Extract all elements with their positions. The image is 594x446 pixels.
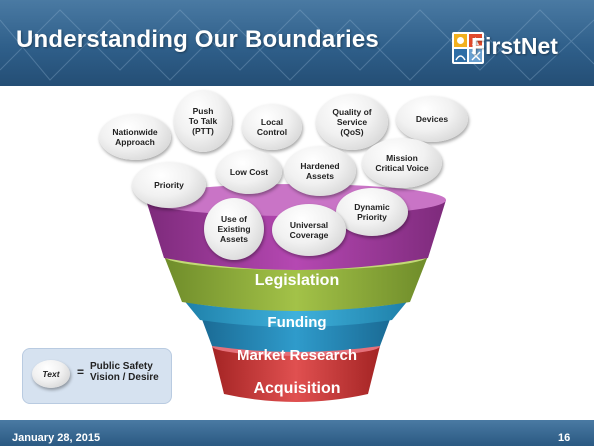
diagram-area: Legislation Funding Market Research Acqu… [6, 88, 588, 418]
bubble-universal-coverage: Universal Coverage [272, 204, 346, 256]
bubble-dynamic-priority: Dynamic Priority [336, 188, 408, 236]
footer-date: January 28, 2015 [12, 432, 101, 444]
bubble-push-to-talk: Push To Talk (PTT) [174, 90, 232, 152]
footer-bar [0, 420, 594, 446]
logo-text: FirstNet [471, 33, 558, 59]
bubble-quality-of-service: Quality of Service (QoS) [316, 94, 388, 150]
bubble-mission-critical-voice: Mission Critical Voice [362, 138, 442, 188]
legend-description: Public Safety Vision / Desire [90, 361, 159, 383]
bubble-use-of-existing-assets: Use of Existing Assets [204, 198, 264, 260]
funnel-label-acquisition: Acquisition [253, 380, 341, 397]
bubble-devices: Devices [396, 96, 468, 142]
header-bar: Understanding Our Boundaries [0, 0, 594, 86]
bubble-low-cost: Low Cost [216, 150, 282, 194]
header-decoration [0, 9, 594, 81]
firstnet-logo [452, 32, 484, 64]
funnel-label-legislation: Legislation [254, 272, 340, 289]
bubble-priority: Priority [132, 162, 206, 208]
funnel-label-funding: Funding [267, 314, 327, 331]
page-number: 16 [558, 432, 571, 444]
slide-title: Understanding Our Boundaries [16, 26, 379, 53]
bubble-hardened-assets: Hardened Assets [284, 146, 356, 196]
bubble-nationwide-approach: Nationwide Approach [99, 114, 171, 160]
legend-equals: = [77, 365, 85, 379]
legend-sample-bubble: Text [32, 360, 70, 388]
bubble-local-control: Local Control [242, 104, 302, 150]
funnel-label-market-research: Market Research [236, 347, 358, 364]
